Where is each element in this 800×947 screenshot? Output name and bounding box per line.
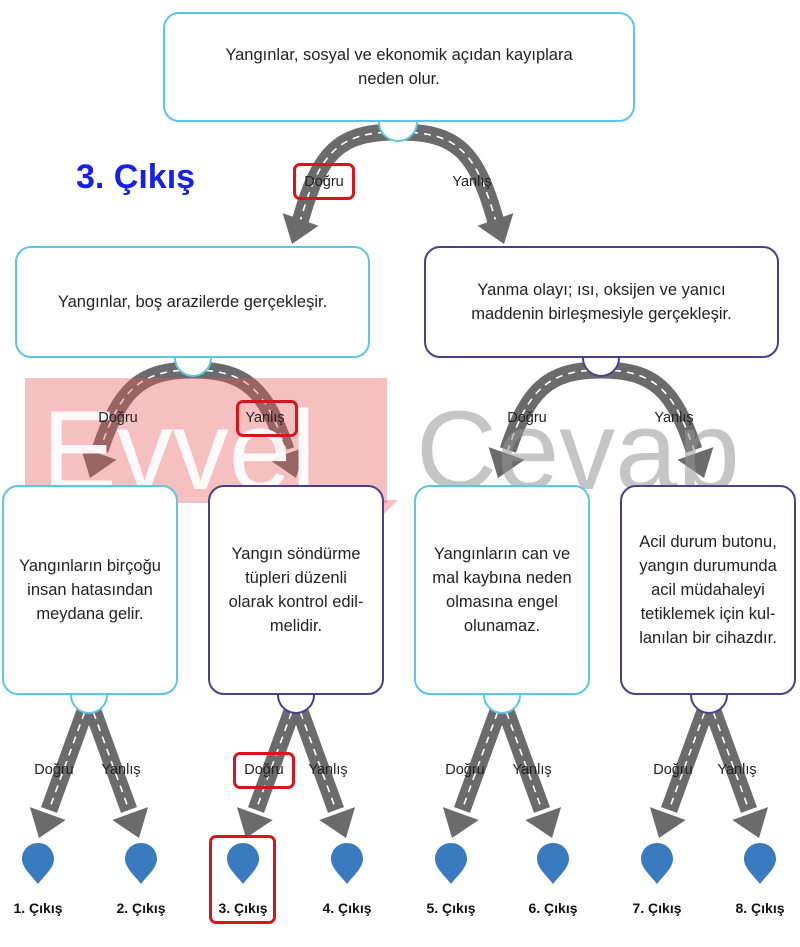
diagram-title: 3. Çıkış	[76, 158, 196, 196]
exit-pin-icon	[331, 843, 363, 884]
road-dash	[708, 699, 750, 811]
road-dash	[255, 699, 297, 811]
node-level2-d: Acil durum butonu, yangın durumunda acil m…	[620, 485, 796, 695]
exit-pin-icon	[641, 843, 673, 884]
road-dash	[507, 369, 602, 451]
road-dash	[48, 699, 90, 811]
arrowhead	[488, 447, 525, 478]
arrowhead	[649, 807, 686, 838]
branch-label-false: Yanlış	[717, 762, 757, 778]
node-line: lanılan bir cihazdır.	[639, 629, 777, 647]
node-line: yangın durumunda	[639, 557, 777, 575]
branch-label-true: Doğru	[98, 410, 138, 426]
arrowhead	[29, 807, 66, 838]
exit-label: 6. Çıkış	[528, 900, 578, 916]
node-line: Yangın söndürme	[231, 545, 361, 563]
branch-roads	[22, 102, 776, 884]
exit-label: 1. Çıkış	[13, 900, 63, 916]
node-root: Yangınlar, sosyal ve ekonomik açıdan kay…	[163, 12, 635, 122]
arrowhead	[236, 807, 273, 838]
node-line: Yangınlar, boş arazilerde gerçekleşir.	[57, 293, 328, 311]
node-line: tetiklemek için kul-	[640, 605, 776, 623]
road-dash	[461, 699, 503, 811]
branch-label-false: Yanlış	[654, 410, 694, 426]
watermark-tail	[380, 500, 398, 518]
highlight-dogru-level2	[233, 752, 295, 789]
road-dash	[192, 369, 287, 451]
road-dash	[88, 699, 130, 811]
node-line: Acil durum butonu,	[639, 533, 777, 551]
node-level1-left: Yangınlar, boş arazilerde gerçekleşir.	[15, 246, 370, 358]
road-dash	[99, 369, 194, 451]
branch-label-true: Doğru	[304, 174, 344, 190]
branch-label-false: Yanlış	[512, 762, 552, 778]
arrowhead	[269, 447, 306, 478]
highlight-yanlis-level1	[236, 400, 298, 437]
node-level2-a: Yangınların birçoğu insan hatasından meyda…	[2, 485, 178, 695]
highlight-exit-3	[209, 835, 276, 924]
arrowhead	[732, 807, 769, 838]
node-line: Yangınların birçoğu	[19, 557, 161, 575]
arrowhead	[677, 447, 714, 478]
node-level2-c: Yangınların can ve mal kaybına neden olmas…	[414, 485, 590, 695]
exit-label: 4. Çıkış	[322, 900, 372, 916]
exit-label: 5. Çıkış	[426, 900, 476, 916]
road-dash	[295, 699, 337, 811]
exit-pin-icon	[537, 843, 569, 884]
road-dash	[299, 131, 399, 223]
exit-pin-icon	[22, 843, 54, 884]
node-level1-right: Yanma olayı; ısı, oksijen ve yanıcı madde…	[424, 246, 779, 358]
node-line: insan hatasından	[27, 581, 153, 599]
exit-pin-icon	[744, 843, 776, 884]
branch-label-false: Yanlış	[452, 174, 492, 190]
exit-label: 8. Çıkış	[735, 900, 785, 916]
node-line: maddenin birleşmesiyle gerçekleşir.	[471, 305, 732, 323]
branch-label-false: Yanlış	[245, 410, 285, 426]
branch-label-true: Doğru	[34, 762, 74, 778]
node-level2-b: Yangın söndürme tüpleri düzenli olarak kon…	[208, 485, 384, 695]
node-line: Yanma olayı; ısı, oksijen ve yanıcı	[477, 281, 726, 299]
node-line: acil müdahaleyi	[651, 581, 765, 599]
road-dash	[501, 699, 543, 811]
node-line: olmasına engel	[446, 593, 558, 611]
arrowhead	[80, 447, 117, 478]
branch-label-true: Doğru	[653, 762, 693, 778]
arrowhead	[319, 807, 356, 838]
road-dash	[600, 369, 695, 451]
arrowhead	[477, 213, 514, 244]
branch-label-true: Doğru	[244, 762, 284, 778]
node-line: mal kaybına neden	[432, 569, 572, 587]
exit-label: 2. Çıkış	[116, 900, 166, 916]
node-line: olarak kontrol edil-	[228, 593, 364, 611]
arrowhead	[525, 807, 562, 838]
arrowhead	[112, 807, 149, 838]
exit-pin-icon	[435, 843, 467, 884]
road-dash	[668, 699, 710, 811]
highlight-dogru-root	[293, 163, 355, 200]
node-line: olunamaz.	[463, 617, 541, 635]
node-line: Yangınların can ve	[433, 545, 571, 563]
exit-label: 3. Çıkış	[218, 900, 268, 916]
node-root-line: neden olur.	[358, 70, 440, 88]
node-line: tüpleri düzenli	[245, 569, 347, 587]
arrowhead	[442, 807, 479, 838]
node-line: melidir.	[269, 617, 323, 635]
branch-label-false: Yanlış	[308, 762, 348, 778]
node-line: meydana gelir.	[36, 605, 144, 623]
node-root-line: Yangınlar, sosyal ve ekonomik açıdan kay…	[225, 46, 573, 64]
branch-label-false: Yanlış	[101, 762, 141, 778]
branch-label-true: Doğru	[507, 410, 547, 426]
road-dash	[397, 131, 497, 223]
branch-label-true: Doğru	[445, 762, 485, 778]
arrowhead	[282, 213, 319, 244]
watermark-band	[25, 378, 387, 503]
exit-pin-icon	[125, 843, 157, 884]
exit-label: 7. Çıkış	[632, 900, 682, 916]
